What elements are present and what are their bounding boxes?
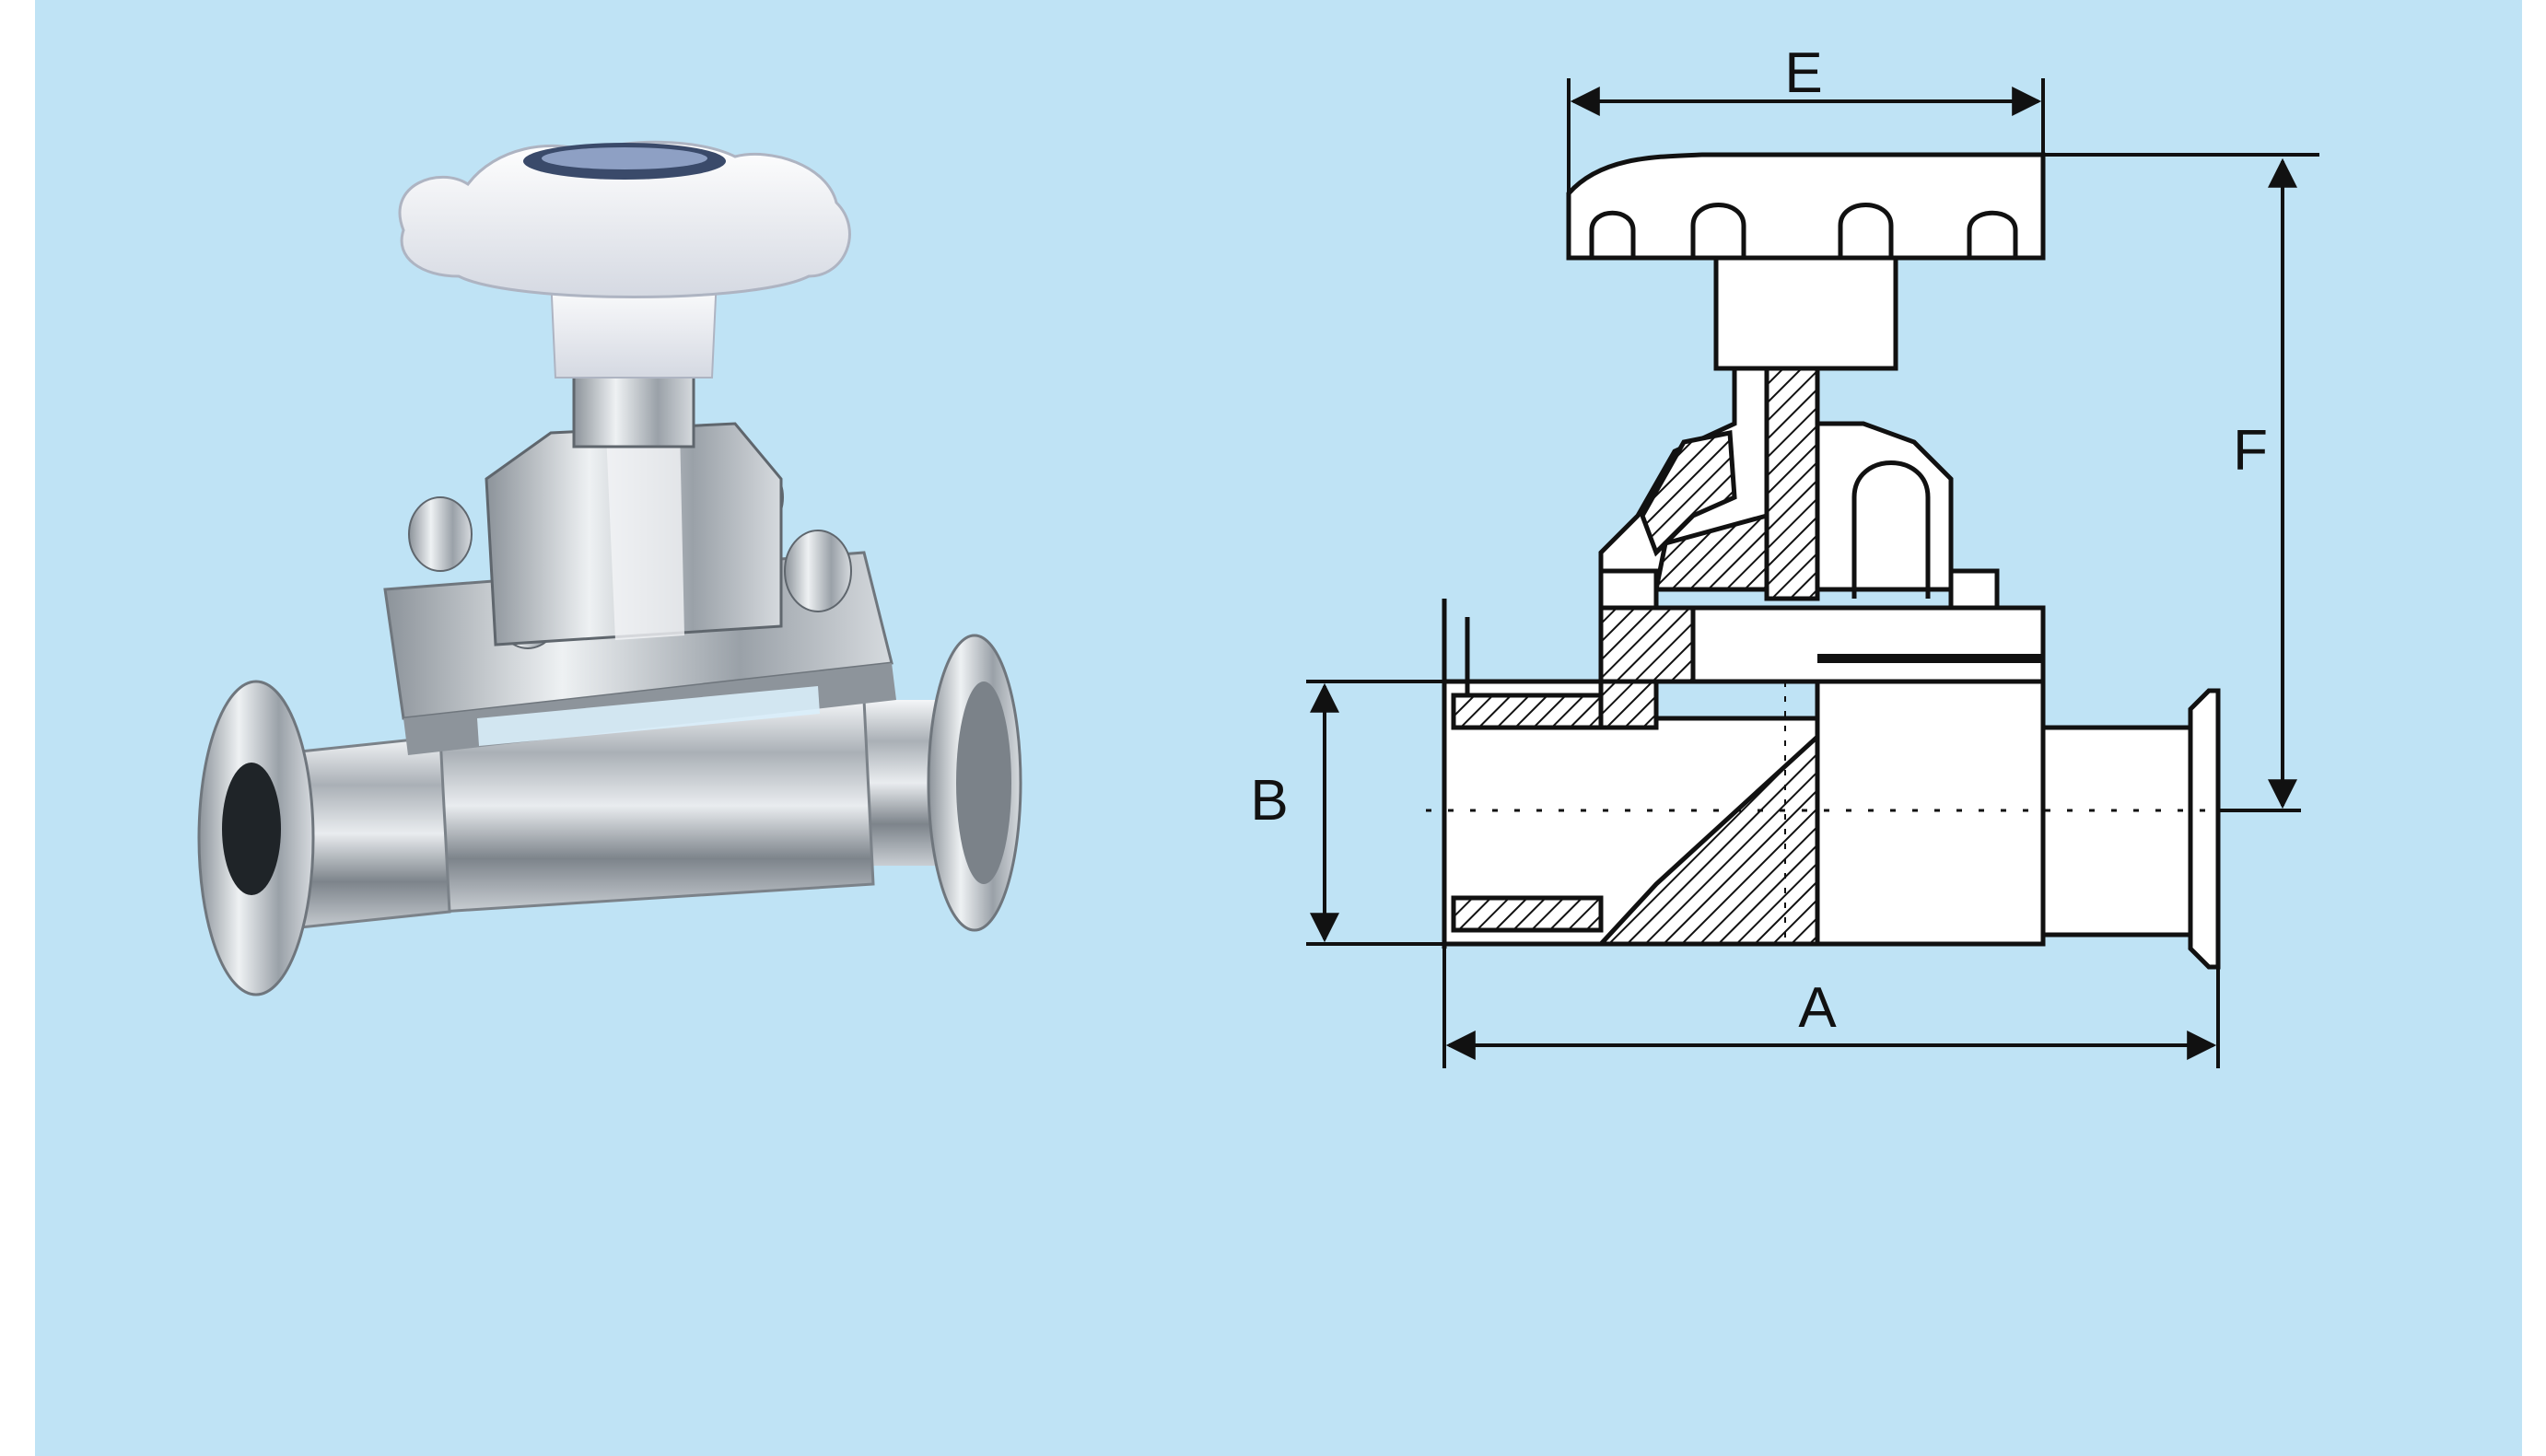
valve-stem [572,371,695,448]
drawing-handwheel [1566,152,2046,261]
handwheel-knob [398,140,851,298]
drawing-body-right [1815,679,2046,947]
knob-cap-ring [542,147,707,169]
body-hatch-weir [1595,731,1820,947]
bonnet-highlight [606,428,684,640]
right-flange-face [956,681,1011,884]
dimension-label-a: A [1798,976,1837,1040]
dimension-label-b: B [1250,769,1288,833]
plate-hatch-left [1598,605,1696,684]
body-hatch-bottom-left [1451,895,1604,933]
body-hatch-top-left [1451,693,1604,730]
left-pipe-opening [222,763,281,895]
dimension-label-f: F [2233,419,2268,483]
drawing-neck [1713,255,1898,371]
dimension-label-e: E [1784,41,1822,105]
diaphragm-band [477,686,820,746]
bonnet-hatch-left [1640,429,1737,557]
drawing-right-flange [2188,688,2221,970]
drawing-left-nut [1598,568,1659,611]
handwheel-slots [1589,203,2018,258]
drawing-right-pipe [2040,725,2212,938]
dimension-lines [1306,78,2319,1068]
body-hatch-top-mid [1598,679,1659,730]
bonnet-hatch-center [1764,366,1820,601]
diagram-valve-photo [197,140,1022,996]
bonnet-yoke [1851,460,1931,599]
bonnet-hatch-lower [1653,512,1769,592]
figure-panel: E F B A [35,0,2522,1456]
figure-canvas: E F B A [35,0,2522,1456]
drawing-right-nut [1948,568,2000,611]
technical-section-drawing [1426,152,2264,970]
